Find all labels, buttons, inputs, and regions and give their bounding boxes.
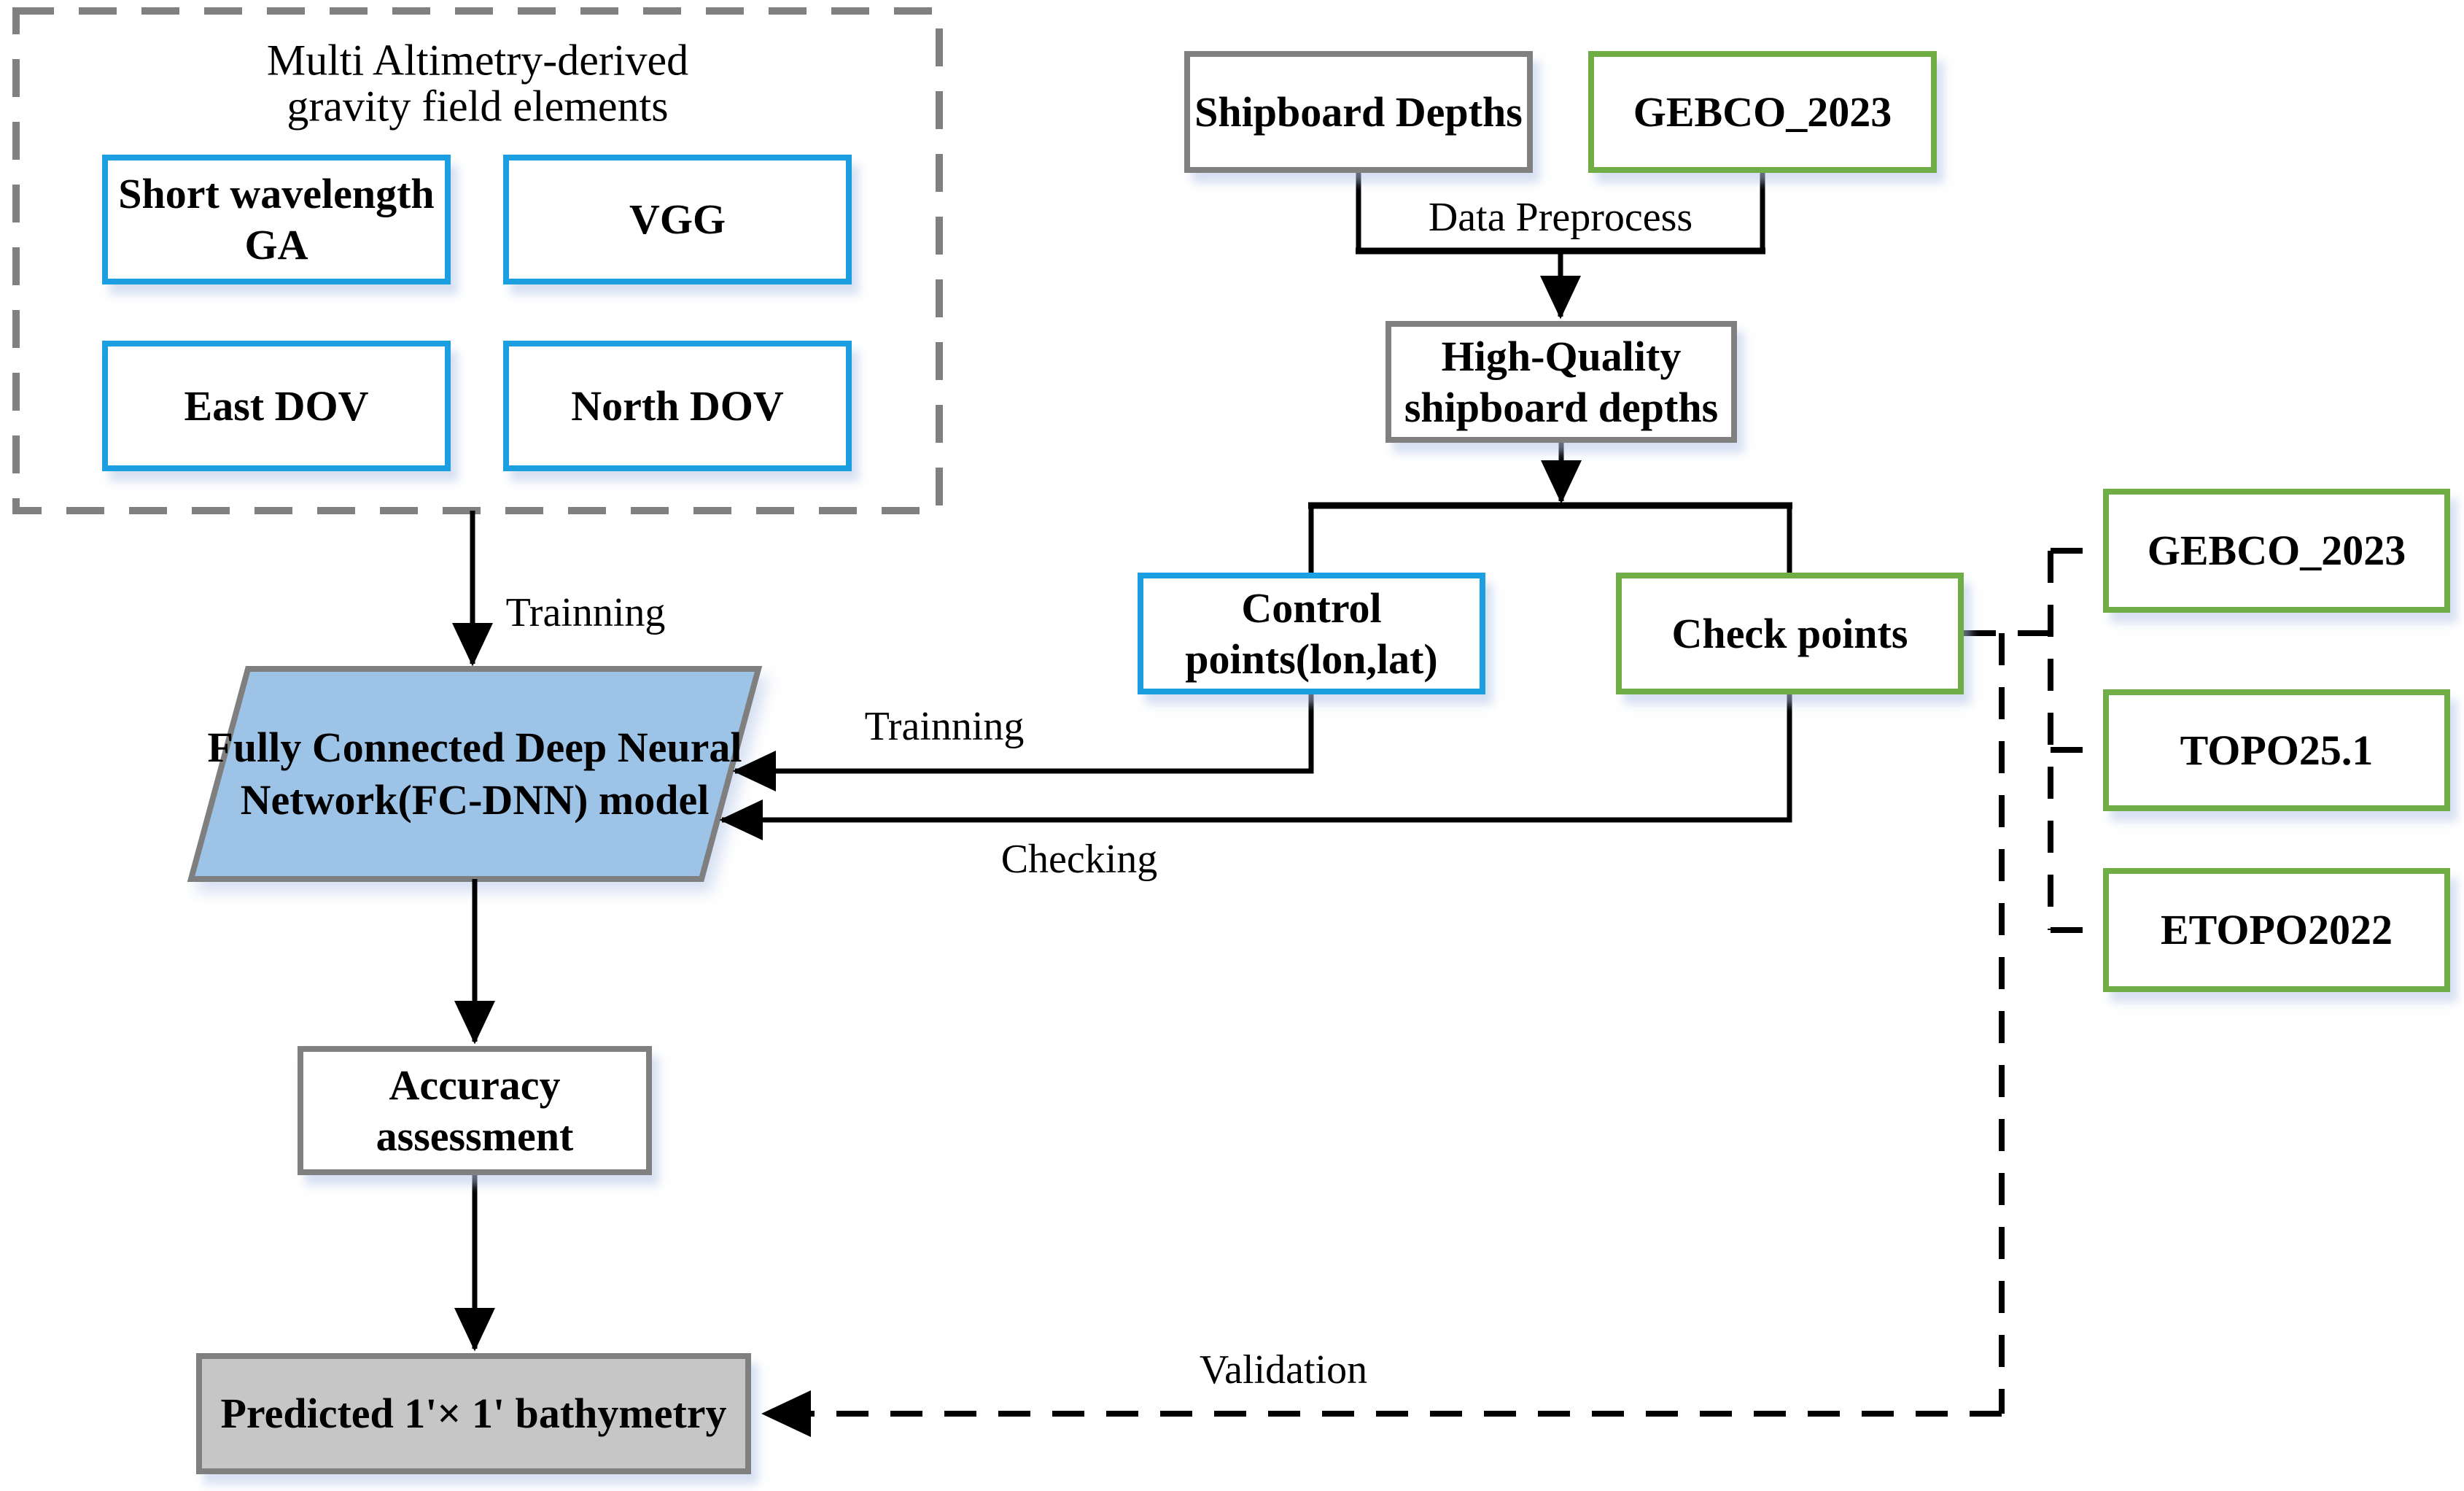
node-predicted-bathymetry: Predicted 1'× 1' bathymetry: [196, 1353, 751, 1474]
node-vgg: VGG: [503, 155, 852, 284]
node-gebco-right-label: GEBCO_2023: [2147, 527, 2406, 574]
node-short-wavelength-ga: Short wavelength GA: [102, 155, 451, 284]
node-etopo2022-label: ETOPO2022: [2161, 906, 2393, 953]
node-control-points: Control points(lon,lat): [1138, 573, 1485, 694]
node-high-quality-line1: High-Quality: [1441, 332, 1682, 380]
altimetry-group-border: [12, 7, 943, 514]
group-title-line2: gravity field elements: [287, 82, 669, 131]
node-east-dov: East DOV: [102, 341, 451, 471]
label-checking: Checking: [1000, 837, 1158, 882]
node-short-wavelength-ga-line2: GA: [244, 221, 308, 268]
node-accuracy-line2: assessment: [376, 1112, 574, 1160]
label-validation: Validation: [1199, 1347, 1368, 1393]
node-vgg-label: VGG: [629, 195, 726, 243]
fcdnn-label: Fully Connected Deep Neural Network(FC-D…: [191, 669, 758, 879]
node-shipboard-depths-label: Shipboard Depths: [1194, 88, 1523, 136]
node-high-quality-line2: shipboard depths: [1404, 383, 1719, 431]
node-control-points-line1: Control: [1241, 584, 1382, 632]
node-short-wavelength-ga-line1: Short wavelength: [118, 170, 435, 217]
node-check-points: Check points: [1616, 573, 1964, 694]
node-topo25: TOPO25.1: [2103, 689, 2450, 811]
label-training-horizontal: Trainning: [864, 704, 1025, 749]
node-high-quality-depths: High-Quality shipboard depths: [1385, 321, 1737, 443]
node-east-dov-label: East DOV: [184, 382, 369, 430]
node-accuracy-line1: Accuracy: [389, 1061, 561, 1109]
fcdnn-parallelogram: [187, 666, 763, 882]
node-control-points-line2: points(lon,lat): [1185, 635, 1438, 683]
node-etopo2022: ETOPO2022: [2103, 868, 2450, 992]
node-accuracy-assessment: Accuracy assessment: [298, 1046, 652, 1175]
node-gebco-top-label: GEBCO_2023: [1633, 88, 1892, 136]
label-data-preprocess: Data Preprocess: [1428, 195, 1693, 240]
node-topo25-label: TOPO25.1: [2180, 726, 2374, 774]
node-gebco-top: GEBCO_2023: [1588, 51, 1937, 173]
group-title-line1: Multi Altimetry-derived: [266, 36, 689, 85]
node-gebco-right: GEBCO_2023: [2103, 489, 2450, 613]
node-check-points-label: Check points: [1671, 609, 1908, 657]
edge-check-checking-arrow: [719, 694, 1792, 840]
fcdnn-label-line1: Fully Connected Deep Neural: [207, 724, 742, 771]
node-shipboard-depths: Shipboard Depths: [1184, 51, 1533, 173]
label-training-vertical: Trainning: [505, 590, 666, 635]
edge-control-training-arrow: [732, 694, 1314, 791]
node-north-dov-label: North DOV: [571, 382, 784, 430]
node-north-dov: North DOV: [503, 341, 852, 471]
node-predicted-bathymetry-label: Predicted 1'× 1' bathymetry: [220, 1390, 727, 1437]
fcdnn-label-line2: Network(FC-DNN) model: [240, 776, 710, 824]
